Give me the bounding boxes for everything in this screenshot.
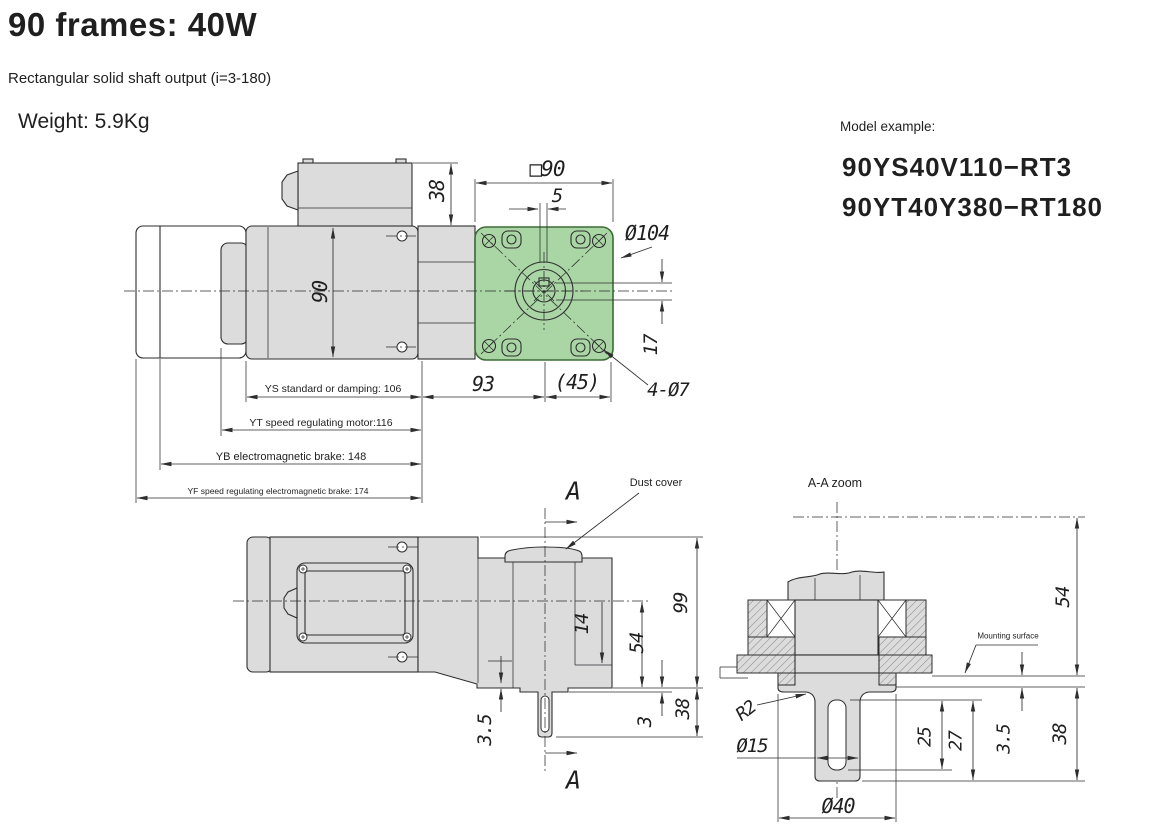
dim-key-to-end: 27 (945, 731, 967, 751)
corner-holes (481, 233, 607, 354)
dim-mounting-holes: 4-Ø7 (647, 379, 690, 401)
gearhead-top-view (417, 536, 613, 738)
dim-protrusion: 38 (1049, 723, 1071, 745)
section-view-drawing (719, 502, 1085, 822)
plan-view-dimensions (480, 492, 703, 756)
motor-body (220, 158, 432, 360)
dim-key-length: 25 (914, 727, 936, 747)
dim-center-to-edge: (45) (554, 370, 600, 394)
variant-yb-label: YB electromagnetic brake: 148 (215, 451, 367, 463)
dim-shaft-length: 38 (672, 698, 694, 720)
dim-box-height: 38 (425, 179, 449, 203)
section-marker-bottom: A (565, 765, 581, 795)
dust-cover (504, 546, 583, 563)
dim-gear-length: 93 (471, 372, 495, 396)
flange-ear-screws (501, 230, 591, 357)
shaft-hub-break (787, 570, 885, 601)
gearbox (417, 225, 476, 360)
dim-body-height: 90 (308, 280, 332, 304)
weight-label: Weight: 5.9Kg (18, 110, 150, 133)
section-housing (719, 570, 1085, 782)
cable-gland-top (283, 587, 298, 619)
section-dimensions (737, 517, 1085, 822)
model-number-1: 90YS40V110−RT3 (842, 152, 1073, 182)
dim-boss-height: 3 (634, 716, 656, 728)
dim-shaft-diameter: Ø15 (736, 735, 768, 757)
dust-cover-label: Dust cover (629, 477, 683, 489)
page-title: 90 frames: 40W (8, 6, 258, 43)
variant-ys-label: YS standard or damping: 106 (264, 383, 402, 395)
model-number-2: 90YT40Y380−RT180 (842, 192, 1104, 222)
dim-keyway-width: 5 (551, 185, 563, 207)
motor-top-view (246, 536, 430, 673)
variant-yf-label: YF speed regulating electromagnetic brak… (187, 486, 369, 496)
dim-step: 3.5 (474, 714, 496, 746)
side-view-drawing (124, 158, 672, 503)
section-marker-top: A (565, 476, 581, 506)
dim-corner-circle: Ø104 (624, 221, 670, 245)
section-title: A-A zoom (807, 476, 863, 490)
dim-shaft-center: 14 (571, 613, 593, 635)
dim-bore-offset: 17 (640, 334, 662, 356)
page-subtitle: Rectangular solid shaft output (i=3-180) (8, 70, 272, 87)
side-view-dimensions (135, 162, 665, 503)
dim-overall-height: 99 (670, 592, 692, 614)
output-flange-face (474, 203, 672, 361)
plan-view-drawing (233, 492, 703, 772)
cable-gland (281, 170, 299, 211)
model-example-label: Model example: (840, 119, 936, 134)
dim-boss-diameter: Ø40 (821, 794, 855, 818)
keyway-section (827, 699, 847, 771)
dim-axis-to-face: 54 (626, 632, 648, 654)
dim-flange-square: □90 (529, 157, 566, 181)
frame-screws (298, 564, 412, 642)
dim-axis-height: 54 (1052, 586, 1074, 608)
mounting-surface-label: Mounting surface (977, 631, 1039, 641)
bearings (766, 599, 907, 638)
dim-plate-thickness: 3.5 (993, 724, 1015, 754)
variant-yt-label: YT speed regulating motor:116 (249, 417, 393, 429)
